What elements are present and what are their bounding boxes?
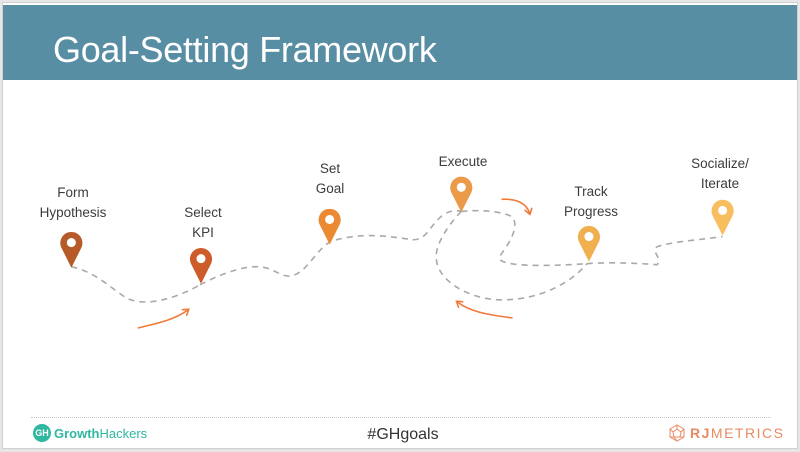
map-pin-icon-3 bbox=[318, 208, 341, 245]
step-label-execute: Execute bbox=[438, 154, 488, 169]
map-pin-icon-5 bbox=[577, 225, 600, 262]
direction-arrows bbox=[137, 198, 530, 329]
rjmetrics-logo: RJMETRICS bbox=[668, 424, 784, 442]
map-pin-icon-1 bbox=[60, 231, 83, 268]
header-bar: Goal-Setting Framework bbox=[3, 5, 797, 80]
step-label-track-progress: Track Progress bbox=[563, 184, 619, 219]
page-title: Goal-Setting Framework bbox=[53, 29, 437, 70]
gh-mark-icon: GH bbox=[33, 424, 51, 442]
growthhackers-logo: GH GrowthHackers bbox=[33, 424, 147, 442]
step-label-form-hypothesis: Form Hypothesis bbox=[39, 185, 107, 220]
map-pin-icon-6 bbox=[711, 199, 734, 236]
map-pin-icon-4 bbox=[450, 176, 473, 213]
footer-divider bbox=[31, 417, 771, 418]
step-label-socialize-iterate: Socialize/ Iterate bbox=[691, 156, 749, 191]
step-label-select-kpi: Select KPI bbox=[184, 205, 222, 240]
loop-back-arrow-icon bbox=[457, 302, 513, 319]
rj-geodesic-icon bbox=[669, 424, 685, 442]
map-pin-icon-2 bbox=[189, 248, 213, 284]
step-label-set-goal: Set Goal bbox=[315, 161, 345, 196]
forward-arrow-icon bbox=[137, 310, 188, 329]
loop-forward-arrow-icon bbox=[501, 198, 530, 213]
dashed-path bbox=[71, 209, 723, 303]
hashtag: #GHgoals bbox=[367, 426, 439, 443]
